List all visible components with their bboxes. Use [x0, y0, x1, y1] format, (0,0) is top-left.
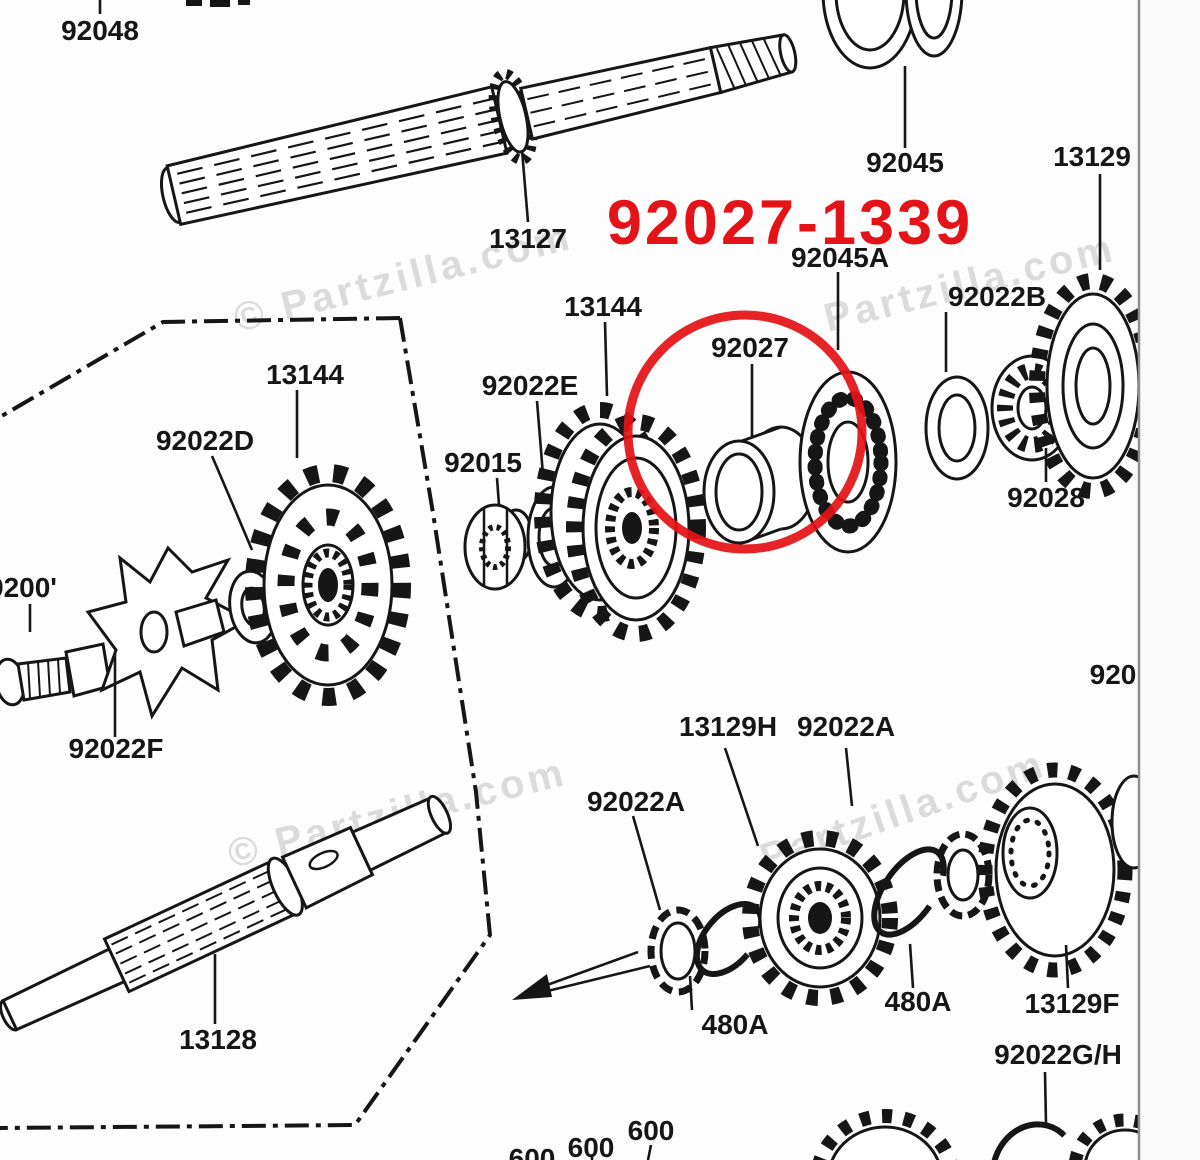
label-92048: 92048	[61, 15, 139, 46]
label-92015: 92015	[444, 447, 522, 478]
label-92022f: 92022F	[69, 733, 164, 764]
sprocket-13144-center	[566, 414, 706, 642]
label-92045a: 92045A	[791, 242, 889, 273]
label-13144-left: 13144	[266, 359, 344, 390]
highlight-layer: 92027-1339	[607, 188, 973, 554]
washer-92022b	[924, 375, 990, 481]
gear-13129	[1029, 273, 1157, 499]
shaft-13128	[0, 794, 453, 1032]
label-92045: 92045	[866, 147, 944, 178]
label-920-partial: 920	[1090, 659, 1137, 690]
highlight-circle	[623, 310, 867, 554]
highlight-part-number: 92027-1339	[607, 188, 973, 258]
washer-top	[821, 0, 919, 70]
group-outline	[0, 316, 493, 1130]
circlip-480a-right	[871, 846, 947, 938]
label-92028: 92028	[1007, 482, 1085, 513]
label-13129h: 13129H	[679, 711, 777, 742]
shaft-13127	[159, 33, 798, 227]
label-13127: 13127	[489, 223, 567, 254]
gear-bottom-partial	[813, 1109, 957, 1160]
gear-13129h	[742, 830, 898, 1006]
label-13128: 13128	[179, 1024, 257, 1055]
label-92022a-right: 92022A	[797, 711, 895, 742]
label-600-1: 600	[509, 1143, 556, 1160]
label-600-2: 600	[568, 1132, 615, 1160]
wavy-washer-92022a-right	[933, 830, 993, 920]
bearing-92045	[904, 0, 964, 58]
label-13129f: 13129F	[1025, 988, 1120, 1019]
label-92022d: 92022D	[156, 425, 254, 456]
shift-cam-plate	[85, 545, 252, 720]
snap-ring-92022gh	[989, 1121, 1081, 1160]
label-92022a-left: 92022A	[587, 786, 685, 817]
label-13144-center: 13144	[564, 291, 642, 322]
nut-92015	[463, 503, 534, 591]
sprocket-13144-left	[245, 464, 411, 706]
label-480a-right: 480A	[885, 986, 952, 1017]
wavy-washer-92022a-left	[647, 906, 709, 996]
label-92027: 92027	[711, 332, 789, 363]
bushing-92027	[702, 425, 818, 546]
label-600-3: 600	[628, 1115, 675, 1146]
label-92022b: 92022B	[948, 281, 1046, 312]
label-480a-left: 480A	[702, 1009, 769, 1040]
leader-lines	[28, 0, 1102, 1160]
direction-arrow	[512, 950, 651, 1000]
label-13129: 13129	[1053, 141, 1131, 172]
right-margin-band	[1137, 0, 1200, 1160]
top-edge-fragments	[186, 0, 250, 7]
label-9200-partial: 9200'	[0, 572, 57, 603]
gear-13129f	[977, 762, 1133, 978]
bolt	[0, 642, 112, 707]
label-layer: 92048 13127 92045 13129 92045A 92022B 92…	[0, 15, 1136, 1160]
label-92022e: 92022E	[482, 370, 579, 401]
label-92022gh: 92022G/H	[994, 1039, 1122, 1070]
